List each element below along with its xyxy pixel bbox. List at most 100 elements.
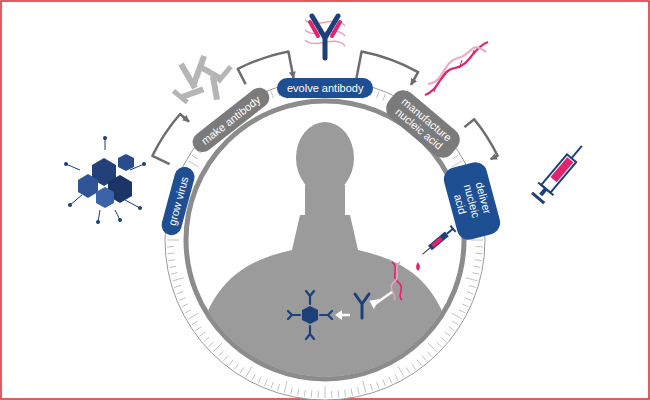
ring-tick bbox=[462, 304, 468, 307]
ring-tick bbox=[466, 278, 478, 281]
ring-tick bbox=[298, 389, 299, 396]
ring-tick bbox=[209, 342, 214, 347]
inner-dna bbox=[391, 262, 402, 300]
ring-tick bbox=[370, 384, 372, 391]
ring-tick bbox=[325, 386, 326, 398]
ring-tick bbox=[188, 313, 198, 319]
ring-tick bbox=[476, 246, 483, 247]
ring-tick bbox=[465, 298, 471, 301]
ring-tick bbox=[449, 327, 455, 331]
ring-tick bbox=[167, 246, 174, 247]
virus-cluster-icon bbox=[64, 136, 146, 224]
stage-pill: make antibody bbox=[189, 84, 273, 156]
evolved-antibody-icon bbox=[305, 16, 345, 58]
stage-label: make antibody bbox=[199, 93, 263, 147]
ring-tick bbox=[196, 327, 202, 331]
ring-tick bbox=[318, 391, 319, 398]
ring-tick bbox=[377, 382, 379, 389]
stage-label: grow virus bbox=[166, 175, 191, 227]
white-arrowhead bbox=[369, 299, 380, 310]
dna-icon bbox=[425, 42, 488, 95]
ring-tick bbox=[445, 332, 451, 336]
ring-tick bbox=[472, 273, 479, 275]
ring-tick bbox=[271, 92, 273, 99]
ring-tick bbox=[169, 266, 176, 267]
ring-tick bbox=[338, 390, 340, 397]
ring-tick bbox=[427, 351, 432, 356]
ring-tick bbox=[417, 360, 421, 366]
ring-tick bbox=[467, 292, 474, 294]
stage-pill: manufacture nucleic acid bbox=[381, 85, 464, 162]
ring-tick bbox=[265, 380, 268, 386]
stage-label: evolve antibody bbox=[287, 82, 363, 94]
ring-tick bbox=[218, 351, 223, 356]
white-arrowhead bbox=[335, 310, 342, 320]
ring-tick bbox=[441, 337, 446, 341]
ring-tick bbox=[331, 391, 332, 398]
ring-tick bbox=[171, 273, 178, 275]
flow-arrow bbox=[464, 119, 497, 159]
ring-tick bbox=[172, 278, 184, 281]
ring-tick bbox=[167, 240, 179, 241]
white-arrow bbox=[375, 292, 392, 304]
ring-tick bbox=[174, 285, 181, 287]
ring-tick bbox=[304, 390, 306, 397]
ring-tick bbox=[471, 240, 483, 241]
stage-pill: deliver nucleic acid bbox=[441, 159, 503, 242]
flow-arrow bbox=[152, 114, 189, 164]
ring-tick bbox=[277, 384, 279, 391]
ring-tick bbox=[412, 364, 416, 370]
ring-tick bbox=[168, 259, 175, 261]
syringe-icon bbox=[530, 140, 589, 205]
ring-tick bbox=[291, 387, 293, 394]
body-silhouette bbox=[190, 122, 460, 400]
ring-tick bbox=[469, 285, 476, 287]
ring-tick bbox=[284, 381, 287, 393]
ring-tick bbox=[200, 332, 206, 336]
ring-tick bbox=[252, 374, 255, 380]
ring-tick bbox=[398, 366, 404, 376]
ring-tick bbox=[459, 310, 465, 313]
ring-tick bbox=[182, 304, 188, 307]
stage-label: manufacture nucleic acid bbox=[391, 94, 454, 152]
inner-virus bbox=[288, 291, 332, 339]
ring-tick bbox=[188, 161, 198, 167]
ring-tick bbox=[246, 366, 252, 376]
ring-tick bbox=[204, 337, 209, 341]
inner-antibody bbox=[355, 294, 369, 318]
ring-tick bbox=[436, 342, 441, 347]
ring-tick bbox=[389, 377, 392, 383]
ring-tick bbox=[192, 155, 198, 159]
ring-tick bbox=[351, 389, 352, 396]
antibody-fragments-icon bbox=[172, 55, 233, 104]
ring-tick bbox=[383, 94, 386, 100]
ring-tick bbox=[451, 313, 461, 319]
ring-tick bbox=[168, 253, 175, 255]
ring-tick bbox=[213, 343, 221, 351]
ring-tick bbox=[406, 367, 410, 373]
ring-tick bbox=[377, 92, 379, 99]
ring-tick bbox=[258, 377, 261, 383]
ring-tick bbox=[344, 390, 346, 397]
ring-tick bbox=[363, 381, 366, 393]
ring-tick bbox=[475, 253, 482, 255]
ring-tick bbox=[422, 356, 426, 361]
ring-tick bbox=[358, 387, 360, 394]
stage-pill: evolve antibody bbox=[277, 78, 373, 98]
ring-tick bbox=[474, 266, 481, 267]
outer-ring bbox=[165, 80, 485, 400]
ring-tick bbox=[428, 343, 436, 351]
ring-tick bbox=[185, 310, 191, 313]
stage-label: deliver nucleic acid bbox=[447, 170, 496, 231]
ring-tick bbox=[271, 382, 273, 389]
ring-tick bbox=[177, 292, 184, 294]
ring-tick bbox=[475, 259, 482, 261]
ring-tick bbox=[234, 364, 238, 370]
ring-tick bbox=[383, 380, 386, 386]
inner-syringe bbox=[416, 226, 456, 271]
ring-tick bbox=[452, 321, 458, 325]
